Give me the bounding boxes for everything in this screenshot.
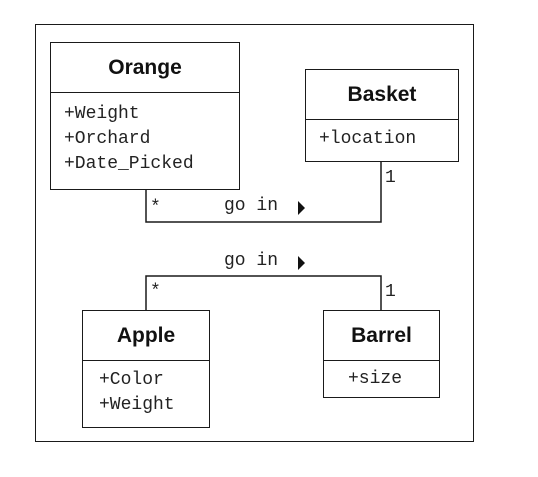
- class-orange-attribute: +Weight: [64, 104, 140, 124]
- orange-basket-association-label: go in: [224, 196, 279, 216]
- orange-basket-association-line: [145, 162, 382, 223]
- class-apple-attributes: +Color +Weight: [83, 361, 209, 418]
- apple-barrel-association-line: [145, 275, 382, 310]
- class-apple-attribute: +Color: [99, 370, 164, 390]
- class-apple-name: Apple: [83, 311, 209, 361]
- apple-barrel-source-multiplicity: *: [150, 282, 161, 302]
- class-barrel: Barrel +size: [323, 310, 440, 398]
- apple-barrel-target-multiplicity: 1: [385, 282, 396, 302]
- orange-basket-target-multiplicity: 1: [385, 168, 396, 188]
- class-orange-attribute: +Date_Picked: [64, 154, 194, 174]
- orange-basket-direction-arrow: [298, 201, 305, 215]
- class-barrel-attribute: +size: [348, 369, 403, 389]
- class-basket: Basket +location: [305, 69, 459, 162]
- class-apple: Apple +Color +Weight: [82, 310, 210, 428]
- class-orange-attribute: +Orchard: [64, 129, 151, 149]
- apple-barrel-direction-arrow: [298, 256, 305, 270]
- class-apple-attribute: +Weight: [99, 395, 175, 415]
- class-barrel-attributes: +size: [324, 361, 439, 392]
- class-orange-attributes: +Weight +Orchard +Date_Picked: [51, 93, 239, 177]
- class-basket-attributes: +location: [306, 120, 458, 152]
- class-orange: Orange +Weight +Orchard +Date_Picked: [50, 42, 240, 190]
- class-basket-attribute: +location: [319, 129, 417, 149]
- class-barrel-name: Barrel: [324, 311, 439, 361]
- apple-barrel-association-label: go in: [224, 251, 279, 271]
- diagram-frame: [35, 24, 474, 442]
- class-orange-name: Orange: [51, 43, 239, 93]
- class-basket-name: Basket: [306, 70, 458, 120]
- orange-basket-source-multiplicity: *: [150, 198, 161, 218]
